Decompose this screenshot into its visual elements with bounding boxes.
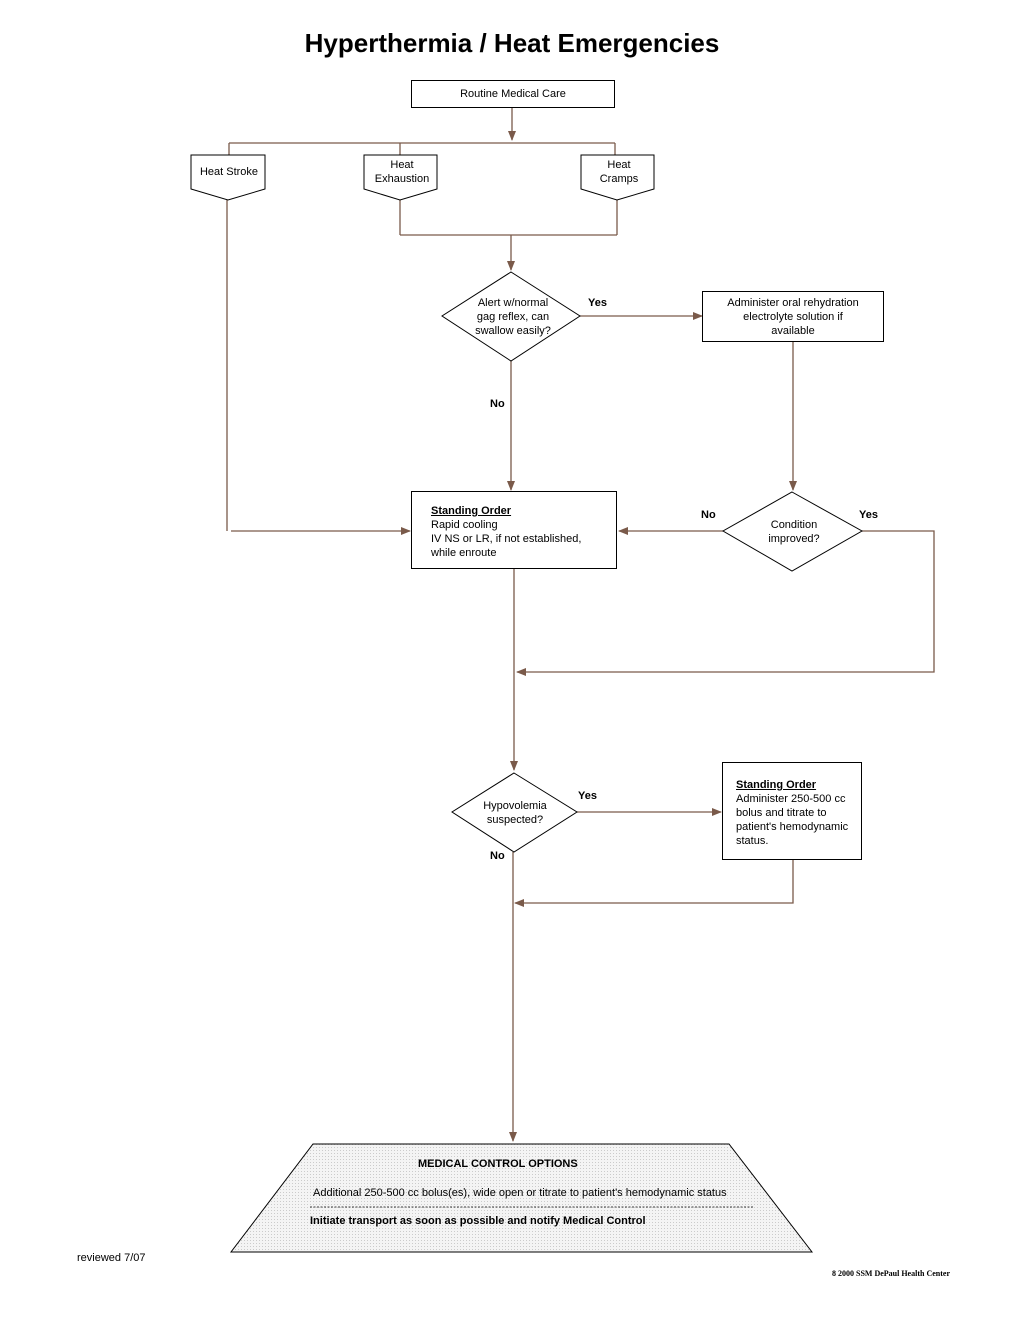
page-title: Hyperthermia / Heat Emergencies xyxy=(304,28,720,58)
alert-decision-shape xyxy=(441,271,581,362)
standing-order-cooling-line: while enroute xyxy=(431,547,497,559)
condition-decision-shape xyxy=(721,491,864,572)
alert-line1: Alert w/normal xyxy=(477,297,549,309)
standing-order-bolus-line: bolus and titrate to xyxy=(736,807,827,819)
medical-control-option-1: Additional 250-500 cc bolus(es), wide op… xyxy=(313,1187,727,1199)
standing-order-cooling-heading: Standing Order xyxy=(431,505,512,517)
oral-rehydration-box: Administer oral rehydration electrolyte … xyxy=(702,291,884,342)
condition-line1: Condition xyxy=(770,519,818,531)
routine-care-box: Routine Medical Care xyxy=(411,80,615,108)
heat-cramps-shape xyxy=(580,154,655,201)
condition-no-label: No xyxy=(701,509,716,521)
heat-cramps-line1: Heat xyxy=(607,159,631,171)
alert-decision-label: Alert w/normal gag reflex, can swallow e… xyxy=(453,296,573,338)
standing-order-cooling-line: IV NS or LR, if not established, xyxy=(431,533,582,545)
alert-line2: gag reflex, can xyxy=(476,311,550,323)
condition-yes-label: Yes xyxy=(859,509,878,521)
condition-decision-label: Condition improved? xyxy=(744,518,844,546)
hypovolemia-line2: suspected? xyxy=(486,814,544,826)
standing-order-cooling-box: Standing Order Rapid cooling IV NS or LR… xyxy=(411,491,617,569)
condition-line2: improved? xyxy=(768,533,820,545)
medical-control-heading: MEDICAL CONTROL OPTIONS xyxy=(418,1158,578,1170)
hypo-yes-label: Yes xyxy=(578,790,597,802)
heat-cramps-line2: Cramps xyxy=(599,173,639,185)
alert-yes-label: Yes xyxy=(588,297,607,309)
connector-condition-yes xyxy=(516,530,935,676)
copyright-notice: 8 2000 SSM DePaul Health Center xyxy=(832,1269,950,1278)
standing-order-bolus-box: Standing Order Administer 250-500 cc bol… xyxy=(722,762,862,860)
heat-exhaustion-label: Heat Exhaustion xyxy=(362,158,442,186)
heat-exhaustion-line1: Heat xyxy=(390,159,414,171)
standing-order-bolus-heading: Standing Order xyxy=(736,779,817,791)
hypo-no-label: No xyxy=(490,850,505,862)
heat-exhaustion-line2: Exhaustion xyxy=(374,173,430,185)
alert-no-label: No xyxy=(490,398,505,410)
standing-order-bolus-line: Administer 250-500 cc xyxy=(736,793,846,805)
hypovolemia-decision-label: Hypovolemia suspected? xyxy=(465,799,565,827)
rehydration-line1: Administer oral rehydration xyxy=(727,296,859,309)
heat-cramps-label: Heat Cramps xyxy=(580,158,658,186)
heat-stroke-text: Heat Stroke xyxy=(199,166,259,178)
connector-bolus-return xyxy=(514,860,794,907)
standing-order-bolus-line: status. xyxy=(736,835,769,847)
standing-order-bolus-line: patient's hemodynamic xyxy=(736,821,849,833)
medical-control-shape xyxy=(229,1143,814,1253)
heat-stroke-shape xyxy=(190,154,266,201)
rehydration-line2: electrolyte solution if xyxy=(743,310,843,323)
standing-order-cooling-line: Rapid cooling xyxy=(431,519,498,531)
alert-line3: swallow easily? xyxy=(475,325,551,337)
hypovolemia-line1: Hypovolemia xyxy=(483,800,547,812)
routine-care-label: Routine Medical Care xyxy=(460,88,566,100)
heat-stroke-label: Heat Stroke xyxy=(191,165,267,179)
reviewed-date: reviewed 7/07 xyxy=(77,1252,146,1264)
rehydration-line3: available xyxy=(771,324,815,337)
medical-control-option-2: Initiate transport as soon as possible a… xyxy=(310,1215,646,1227)
hypovolemia-decision-shape xyxy=(451,772,578,853)
heat-exhaustion-shape xyxy=(363,154,438,201)
